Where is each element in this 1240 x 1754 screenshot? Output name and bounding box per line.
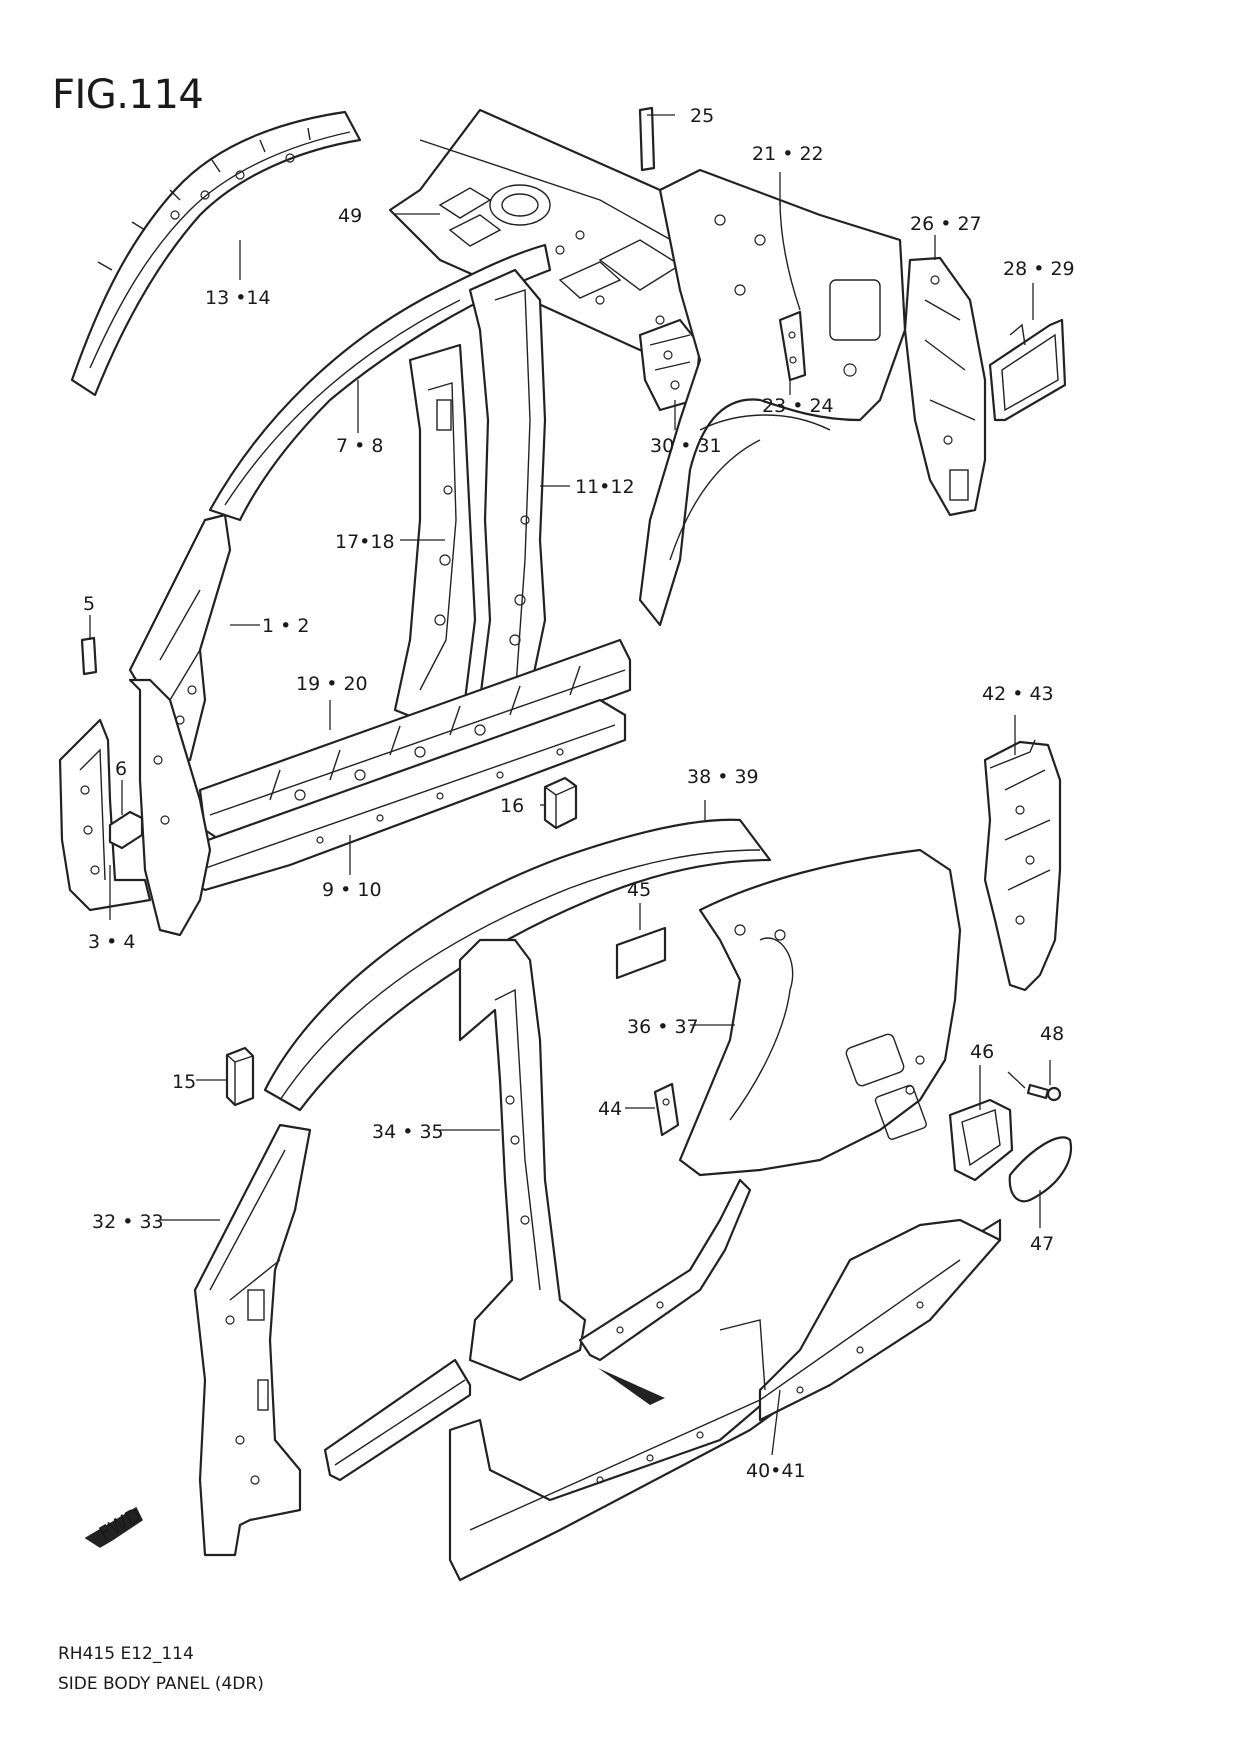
- part-fuel-lid[interactable]: [1008, 1136, 1073, 1203]
- part-rear-rocker-extension[interactable]: [578, 1178, 752, 1362]
- part-screw-48[interactable]: [1026, 1083, 1062, 1102]
- part-clip-5[interactable]: [80, 636, 98, 676]
- callout-21-22: 21 • 22: [752, 143, 824, 165]
- figure-caption: SIDE BODY PANEL (4DR): [58, 1674, 264, 1694]
- part-front-outer-pillar[interactable]: [128, 678, 212, 937]
- part-rear-pillar-panel[interactable]: [983, 739, 1062, 992]
- callout-28-29: 28 • 29: [1003, 258, 1075, 280]
- callout-42-43: 42 • 43: [982, 683, 1054, 705]
- figure-title: FIG.114: [52, 72, 204, 118]
- part-roof-side-outer[interactable]: [263, 818, 772, 1112]
- part-block-16[interactable]: [543, 776, 578, 830]
- part-clip-25[interactable]: [638, 106, 656, 172]
- callout-3-4: 3 • 4: [88, 931, 135, 953]
- callout-9-10: 9 • 10: [322, 879, 382, 901]
- part-hinge-pillar[interactable]: [58, 718, 152, 912]
- callout-46: 46: [970, 1041, 994, 1063]
- part-rear-inner-panel[interactable]: [638, 168, 907, 627]
- callout-11-12: 11•12: [575, 476, 635, 498]
- callout-23-24: 23 • 24: [762, 395, 834, 417]
- part-rear-pillar-inner[interactable]: [903, 256, 987, 517]
- part-side-sill-inner[interactable]: [198, 638, 632, 842]
- callout-15: 15: [172, 1071, 196, 1093]
- callout-25: 25: [690, 105, 714, 127]
- callout-5: 5: [83, 593, 95, 615]
- callout-34-35: 34 • 35: [372, 1121, 444, 1143]
- part-filler-box[interactable]: [948, 1098, 1014, 1182]
- direction-arrow-icon: [598, 1368, 665, 1405]
- part-filler-housing[interactable]: [988, 318, 1067, 422]
- callout-17-18: 17•18: [335, 531, 395, 553]
- callout-32-33: 32 • 33: [92, 1211, 164, 1233]
- part-center-pillar-outer[interactable]: [458, 938, 587, 1382]
- part-front-pillar-outer[interactable]: [193, 1123, 312, 1557]
- part-clip-44[interactable]: [653, 1082, 680, 1137]
- callout-16: 16: [500, 795, 524, 817]
- callout-7-8: 7 • 8: [336, 435, 383, 457]
- callout-6: 6: [115, 758, 127, 780]
- leader-lines: [89, 114, 1051, 1456]
- callout-36-37: 36 • 37: [627, 1016, 699, 1038]
- part-reinforcement-23[interactable]: [778, 310, 807, 382]
- part-roof-side-rail[interactable]: [70, 110, 362, 397]
- callout-19-20: 19 • 20: [296, 673, 368, 695]
- callout-44: 44: [598, 1098, 622, 1120]
- part-center-pillar-inner[interactable]: [393, 343, 477, 722]
- callout-45: 45: [627, 879, 651, 901]
- callout-13-14: 13 •14: [205, 287, 271, 309]
- part-label-45[interactable]: [615, 926, 667, 980]
- callout-49: 49: [338, 205, 362, 227]
- callout-38-39: 38 • 39: [687, 766, 759, 788]
- part-side-sill-outer[interactable]: [448, 1218, 1002, 1582]
- callout-40-41: 40•41: [746, 1460, 806, 1482]
- fwd-arrow-icon: FWD: [84, 1504, 145, 1548]
- part-pad-6[interactable]: [108, 810, 144, 850]
- callout-26-27: 26 • 27: [910, 213, 982, 235]
- part-quarter-panel[interactable]: [678, 848, 962, 1177]
- callout-1-2: 1 • 2: [262, 615, 309, 637]
- callout-47: 47: [1030, 1233, 1054, 1255]
- callout-48: 48: [1040, 1023, 1064, 1045]
- part-block-15[interactable]: [225, 1046, 255, 1107]
- callout-30-31: 30 • 31: [650, 435, 722, 457]
- figure-code: RH415 E12_114: [58, 1644, 194, 1664]
- part-front-rocker[interactable]: [323, 1358, 472, 1482]
- callout-labels: 1 • 2 3 • 4 5 6 7 • 8 9 • 10 11•12 13 •1…: [83, 105, 1075, 1482]
